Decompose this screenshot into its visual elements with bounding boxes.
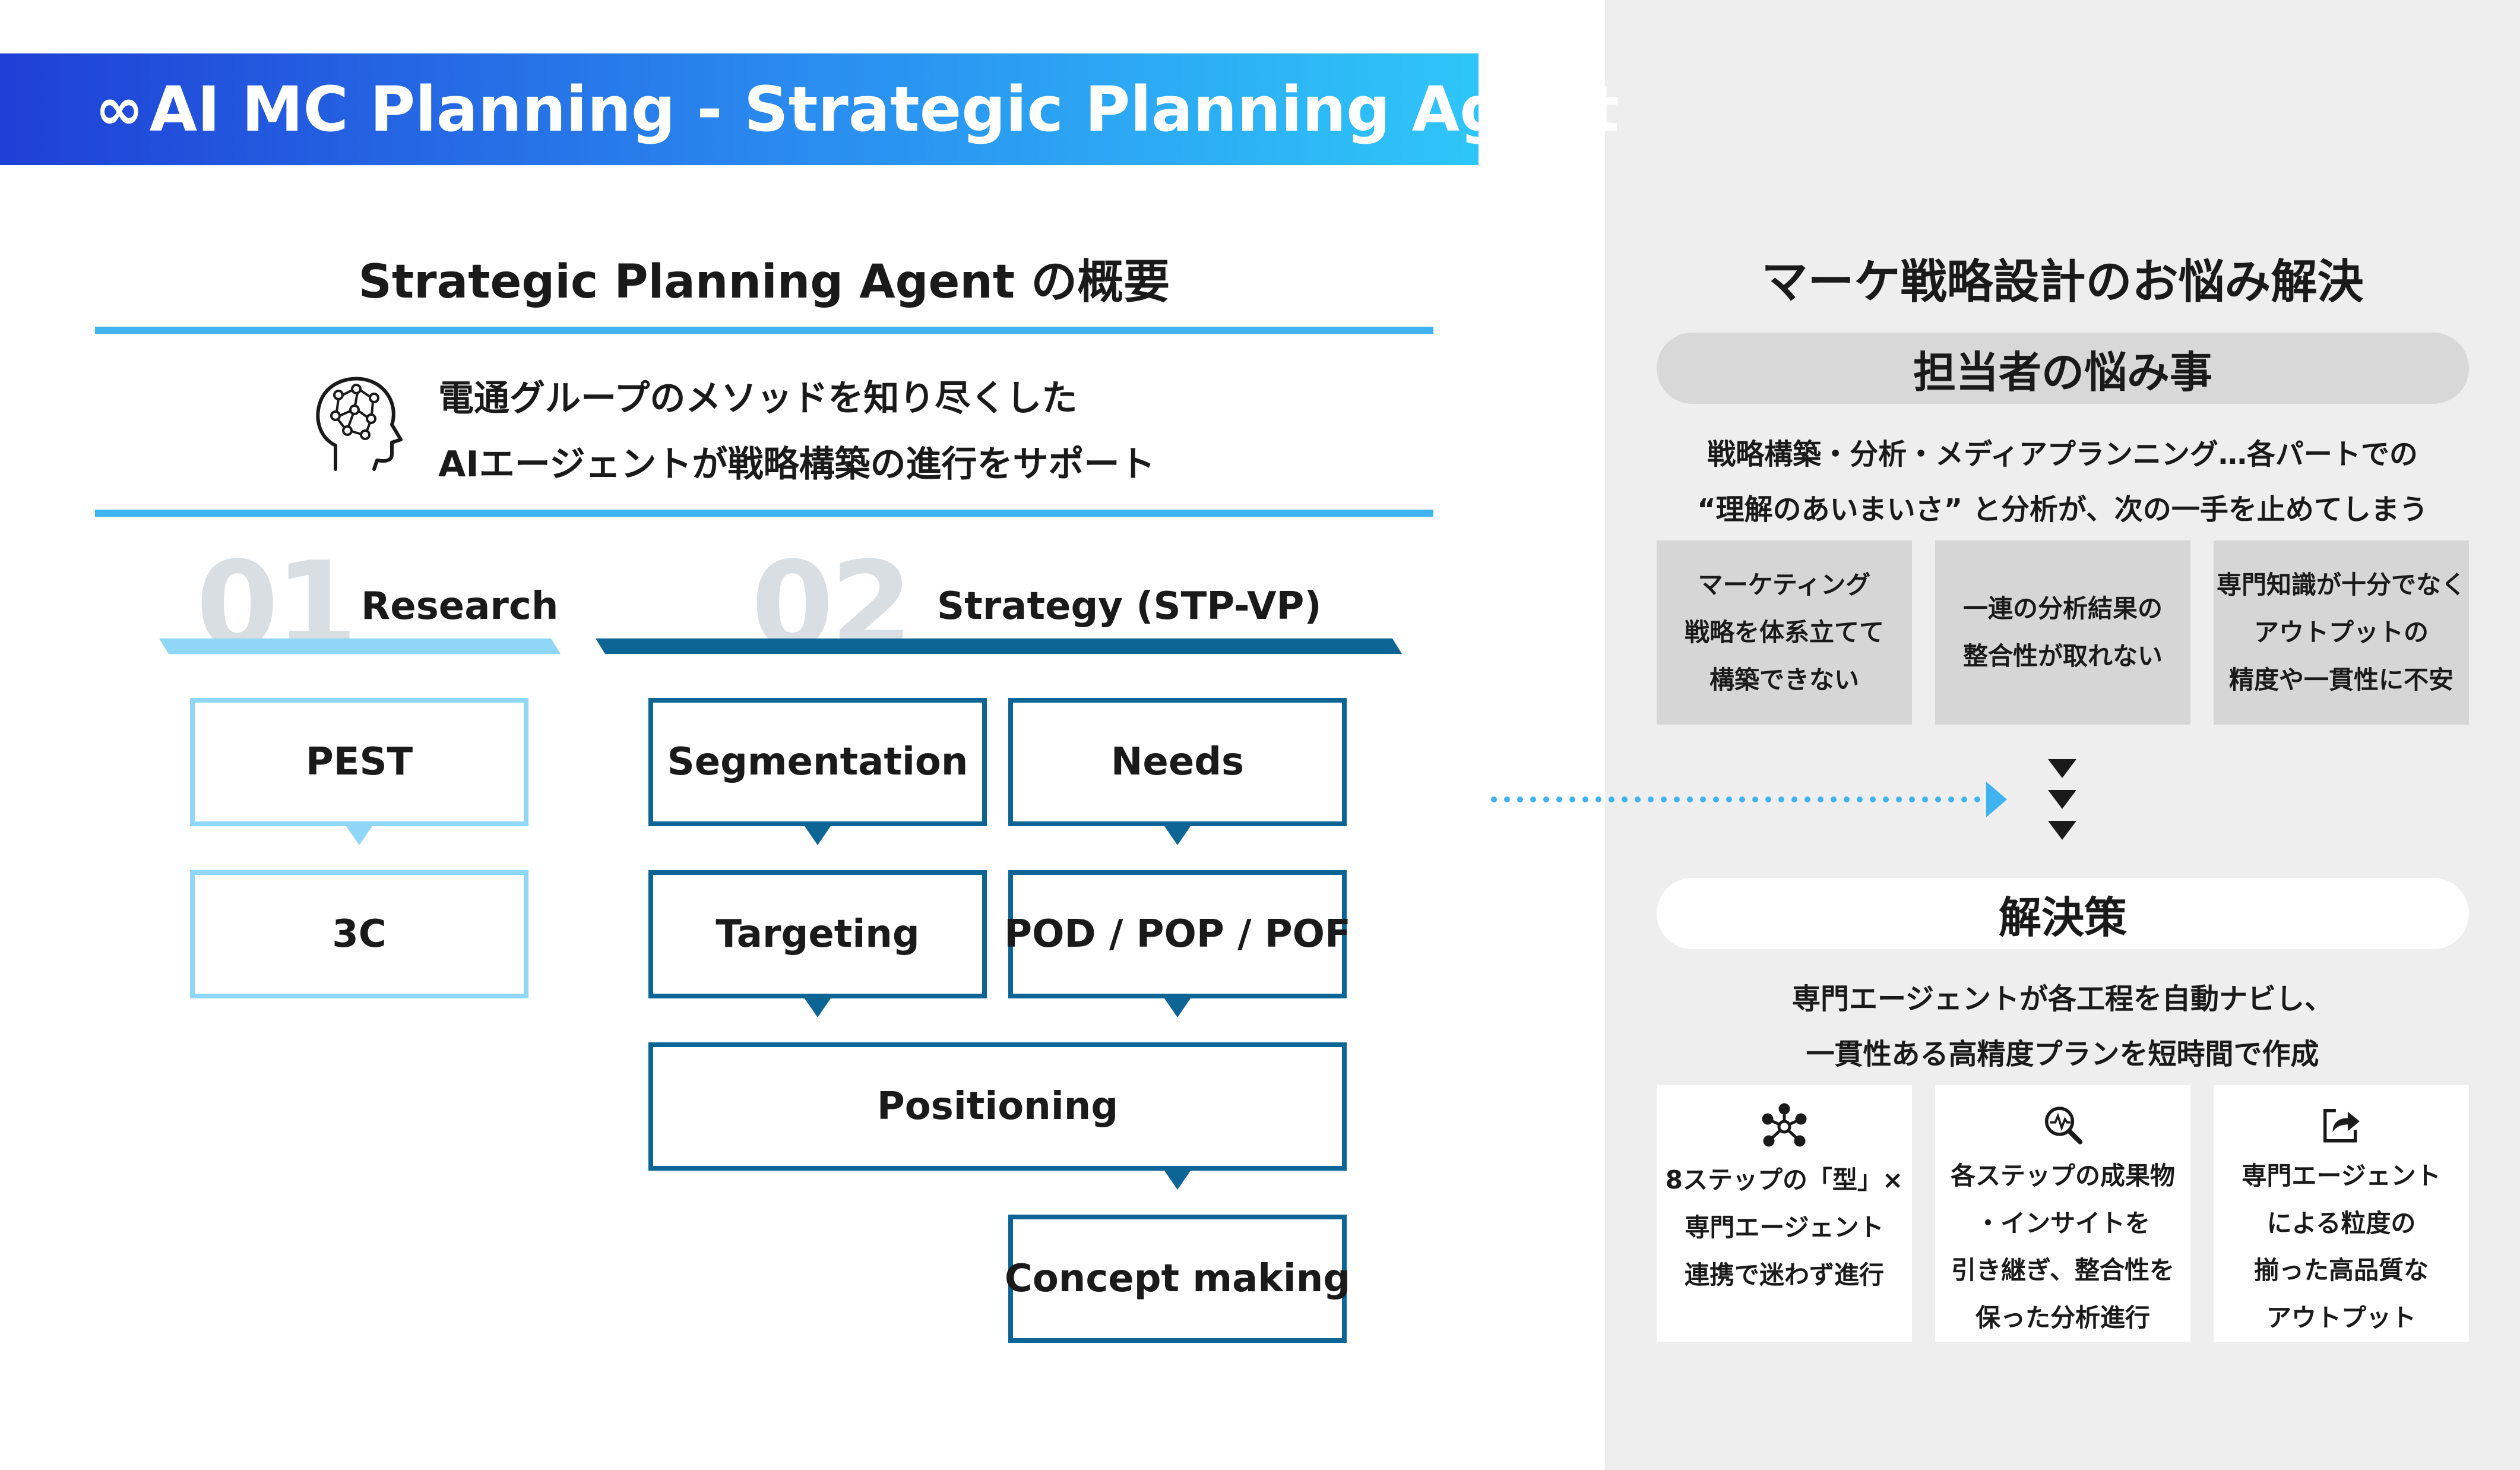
- solution-card-3: 専門エージェント による粒度の 揃った高品質な アウトプット: [2214, 1085, 2469, 1342]
- solution-card-1: 8ステップの「型」× 専門エージェント 連携で迷わず進行: [1657, 1085, 1912, 1342]
- solution-card-2-line-4: 保った分析進行: [1975, 1303, 2150, 1333]
- phase-2-bar: [596, 638, 1402, 654]
- solution-card-1-line-2: 専門エージェント: [1685, 1212, 1884, 1242]
- phase-2-label: Strategy (STP-VP): [937, 584, 1322, 628]
- phase-1-bar: [159, 638, 561, 654]
- solution-card-3-line-1: 専門エージェント: [2242, 1161, 2441, 1190]
- left-section-title: Strategic Planning Agent の概要: [358, 255, 1170, 309]
- problem-card-3: 専門知識が十分でなく アウトプットの 精度や一貫性に不安: [2214, 540, 2469, 725]
- segmentation-arrow: [805, 826, 831, 845]
- problem-line-1: 戦略構築・分析・メディアプランニング…各パートでの: [1707, 438, 2418, 471]
- problem-card-2-line-2: 整合性が取れない: [1962, 641, 2163, 671]
- problem-label-pill: 担当者の悩み事: [1657, 333, 2469, 404]
- solution-card-3-line-3: 揃った高品質な: [2253, 1256, 2429, 1285]
- top-divider: [95, 327, 1433, 334]
- header-banner: ∞ AI MC Planning - Strategic Planning Ag…: [0, 53, 1619, 165]
- solution-card-2: 各ステップの成果物 ・インサイトを 引き継ぎ、整合性を 保った分析進行: [1935, 1085, 2190, 1342]
- problem-card-1: マーケティング 戦略を体系立てて 構築できない: [1657, 540, 1912, 725]
- pod-pop-pof-box: POD / POP / POF: [1004, 870, 1351, 998]
- problem-card-3-line-3: 精度や一貫性に不安: [2228, 665, 2453, 694]
- targeting-box: Targeting: [648, 870, 987, 998]
- problem-card-2: 一連の分析結果の 整合性が取れない: [1935, 540, 2190, 725]
- pest-box: PEST: [190, 698, 528, 826]
- ai-brain-head-icon: [316, 377, 403, 471]
- header-title: AI MC Planning - Strategic Planning Agen…: [149, 73, 1619, 146]
- solution-card-1-line-1: 8ステップの「型」×: [1665, 1165, 1904, 1194]
- problem-card-1-line-3: 構築できない: [1709, 665, 1859, 694]
- positioning-box: Positioning: [648, 1042, 1347, 1171]
- infinity-icon: ∞: [95, 75, 144, 143]
- problem-card-2-line-1: 一連の分析結果の: [1962, 594, 2163, 624]
- solution-line-1: 専門エージェントが各工程を自動ナビし、: [1791, 982, 2334, 1016]
- analysis-magnifier-icon: [2044, 1107, 2083, 1145]
- needs-arrow: [1164, 826, 1191, 845]
- needs-box: Needs: [1008, 698, 1347, 826]
- solution-card-2-line-2: ・インサイトを: [1975, 1208, 2150, 1238]
- network-icon: [1762, 1103, 1807, 1147]
- right-section-title: マーケ戦略設計のお悩み解決: [1761, 255, 2364, 309]
- pest-to-3c-arrow: [346, 826, 372, 845]
- down-arrow-3: [2048, 821, 2076, 840]
- down-arrow-2: [2048, 790, 2076, 809]
- down-arrow-1: [2048, 759, 2076, 778]
- summary-line-2: AIエージェントが戦略構築の進行をサポート: [438, 444, 1155, 485]
- summary-line-1: 電通グループのメソッドを知り尽くした: [438, 378, 1078, 419]
- solution-card-2-line-1: 各ステップの成果物: [1950, 1161, 2175, 1190]
- positioning-arrow: [1164, 1171, 1191, 1190]
- solution-card-1-line-3: 連携で迷わず進行: [1684, 1260, 1884, 1289]
- 3c-box: 3C: [190, 870, 528, 998]
- solution-card-2-line-3: 引き継ぎ、整合性を: [1951, 1256, 2174, 1285]
- solution-label-pill: 解決策: [1657, 878, 2469, 949]
- solution-card-3-line-4: アウトプット: [2266, 1303, 2416, 1333]
- concept-making-box: Concept making: [1005, 1215, 1350, 1343]
- problem-line-2: “理解のあいまいさ” と分析が、次の一手を止めてしまう: [1697, 493, 2428, 526]
- pod-arrow: [1164, 998, 1191, 1017]
- problem-card-3-line-1: 専門知識が十分でなく: [2216, 570, 2466, 600]
- phase-1-label: Research: [361, 584, 559, 628]
- problem-card-3-line-2: アウトプットの: [2253, 618, 2429, 647]
- share-export-icon: [2323, 1109, 2360, 1143]
- bottom-divider: [95, 510, 1433, 517]
- solution-line-2: 一貫性ある高精度プランを短時間で作成: [1806, 1038, 2319, 1071]
- problem-card-1-line-1: マーケティング: [1698, 570, 1871, 600]
- problem-card-1-line-2: 戦略を体系立てて: [1684, 618, 1884, 647]
- dotted-arrow-connector: [1491, 782, 2007, 817]
- segmentation-box: Segmentation: [648, 698, 987, 826]
- solution-card-3-line-2: による粒度の: [2266, 1208, 2416, 1238]
- targeting-arrow: [805, 998, 831, 1017]
